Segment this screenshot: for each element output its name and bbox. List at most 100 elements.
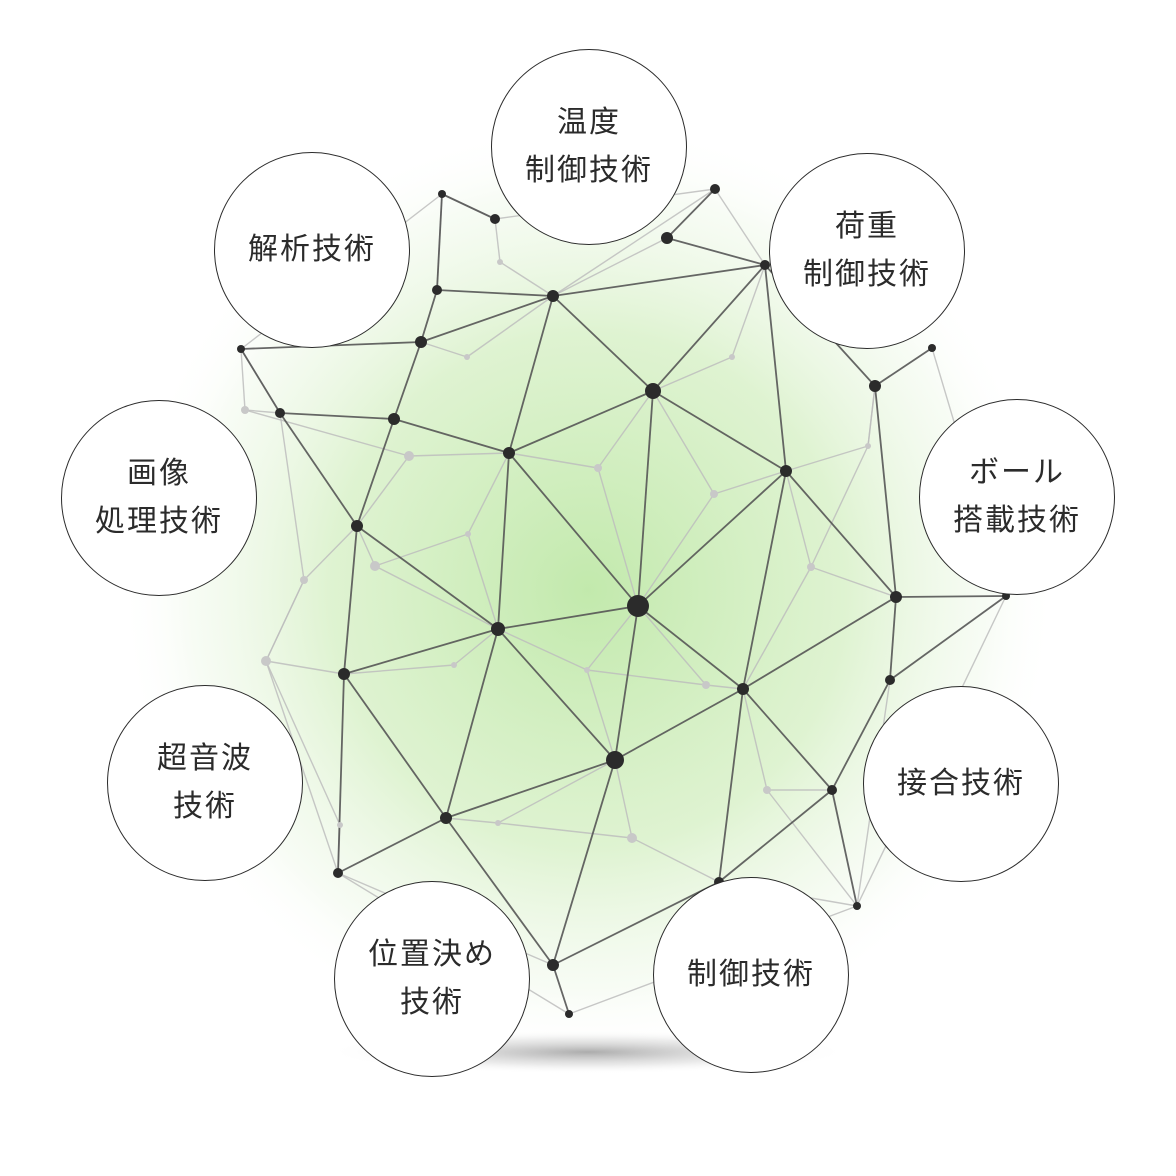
node-analysis: 解析技術 <box>214 152 410 348</box>
mesh-node-dot <box>869 380 881 392</box>
mesh-edge <box>652 390 787 472</box>
mesh-node-dot <box>415 336 427 348</box>
mesh-edge <box>652 264 766 392</box>
mesh-node-dot-faint <box>710 490 718 498</box>
mesh-edge-light <box>497 822 633 839</box>
mesh-node-dot <box>928 344 936 352</box>
mesh-edge-light <box>265 660 339 874</box>
mesh-node-dot-faint <box>763 786 771 794</box>
mesh-edge-light <box>586 605 639 671</box>
mesh-edge <box>614 605 639 761</box>
node-load-control: 荷重 制御技術 <box>769 153 965 349</box>
mesh-edge-light <box>810 445 869 568</box>
mesh-edge-light <box>586 669 616 761</box>
mesh-node-dot-faint <box>464 354 470 360</box>
mesh-edge <box>279 412 358 527</box>
mesh-edge <box>764 264 787 472</box>
mesh-edge <box>497 605 639 630</box>
mesh-node-dot <box>351 520 363 532</box>
mesh-node-dot-faint <box>300 576 308 584</box>
mesh-edge <box>637 470 787 607</box>
mesh-node-dot <box>606 751 624 769</box>
mesh-edge-light <box>374 533 469 567</box>
mesh-edge-light <box>597 467 639 607</box>
mesh-edge-light <box>597 390 654 469</box>
mesh-edge-light <box>494 218 501 263</box>
mesh-edge-light <box>453 628 499 666</box>
mesh-edge <box>441 193 496 220</box>
mesh-node-dot <box>491 622 505 636</box>
mesh-node-dot <box>547 959 559 971</box>
mesh-node-dot-faint <box>261 656 271 666</box>
mesh-edge-light <box>497 759 616 824</box>
mesh-edge <box>343 673 447 819</box>
mesh-node-dot <box>490 214 500 224</box>
mesh-edge-light <box>467 452 510 535</box>
mesh-edge-light <box>714 188 766 266</box>
mesh-node-dot <box>661 232 673 244</box>
node-control: 制御技術 <box>653 877 849 1073</box>
mesh-node-dot-faint <box>404 451 414 461</box>
mesh-edge-light <box>742 566 812 690</box>
mesh-edge <box>889 596 897 681</box>
mesh-node-dot <box>565 1010 573 1018</box>
mesh-node-dot <box>547 290 559 302</box>
mesh-node-dot-faint <box>865 443 871 449</box>
mesh-edge <box>497 452 510 630</box>
mesh-edge-light <box>713 470 787 495</box>
mesh-edge <box>889 595 1007 681</box>
mesh-edge <box>508 452 639 607</box>
node-positioning-line-1: 位置決め <box>368 937 496 972</box>
mesh-edge-light <box>785 445 869 472</box>
mesh-edge-light <box>265 660 345 675</box>
mesh-node-dot-faint <box>594 464 602 472</box>
mesh-edge-light <box>244 409 410 457</box>
mesh-edge <box>785 470 897 598</box>
mesh-node-dot <box>440 812 452 824</box>
mesh-edge <box>343 525 358 675</box>
mesh-edge-light <box>586 669 707 686</box>
mesh-edge-light <box>705 684 744 690</box>
mesh-edge <box>552 295 654 392</box>
mesh-edge-light <box>374 565 499 630</box>
mesh-edge <box>240 348 281 414</box>
mesh-edge <box>393 341 422 420</box>
mesh-edge <box>637 605 744 690</box>
mesh-node-dot <box>737 683 749 695</box>
mesh-edge-light <box>508 452 599 469</box>
mesh-edge-light <box>497 628 588 671</box>
mesh-edge <box>337 817 447 874</box>
mesh-edge <box>874 347 933 387</box>
mesh-edge-light <box>652 356 733 392</box>
mesh-node-dot <box>275 408 285 418</box>
mesh-edge <box>637 390 654 607</box>
mesh-edge-light <box>356 525 376 567</box>
mesh-node-dot-faint <box>807 563 815 571</box>
mesh-edge-light <box>303 525 358 581</box>
mesh-edge <box>356 525 499 630</box>
mesh-edge <box>666 188 716 239</box>
mesh-edge <box>614 688 744 761</box>
mesh-edge-light <box>652 390 715 495</box>
mesh-edge <box>718 688 744 883</box>
mesh-edge <box>497 628 616 761</box>
mesh-edge <box>831 789 858 907</box>
mesh-node-dot <box>780 465 792 477</box>
node-image-line-1: 画像 <box>127 456 191 491</box>
mesh-node-dot <box>237 345 245 353</box>
node-image-line-2: 処理技術 <box>95 504 223 539</box>
mesh-edge <box>356 418 395 527</box>
mesh-edge <box>874 385 897 598</box>
mesh-edge-light <box>408 452 510 457</box>
mesh-edge-light <box>810 566 897 598</box>
mesh-node-dot <box>760 260 770 270</box>
node-image-processing: 画像 処理技術 <box>61 400 257 596</box>
mesh-node-dot <box>432 285 442 295</box>
mesh-node-dot <box>710 184 720 194</box>
node-bonding-line-1: 接合技術 <box>897 766 1025 801</box>
mesh-node-dot <box>890 591 902 603</box>
mesh-node-dot <box>827 785 837 795</box>
mesh-edge <box>343 628 499 675</box>
mesh-node-dot-faint <box>627 833 637 843</box>
